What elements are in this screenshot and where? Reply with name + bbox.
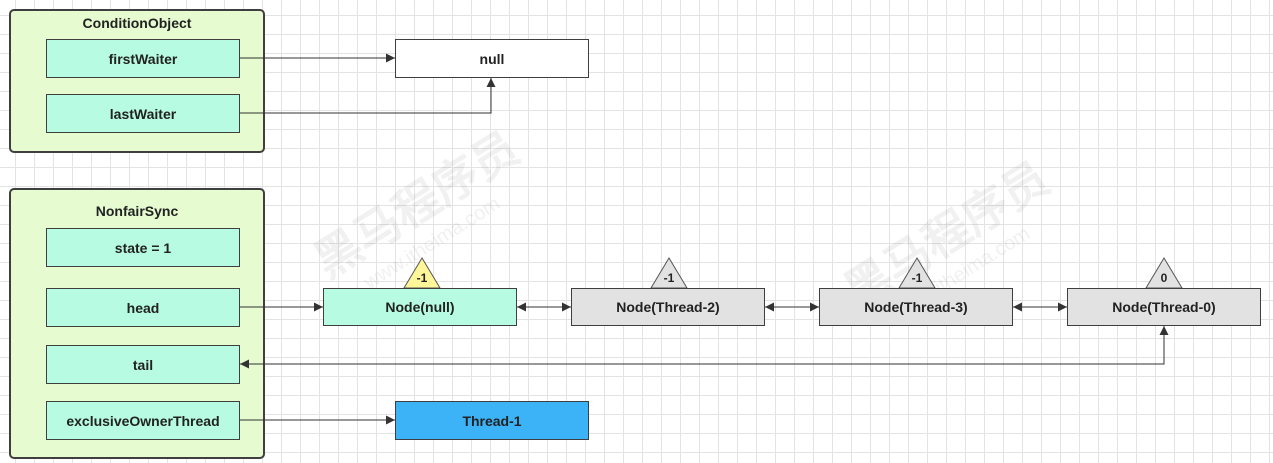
node-thread-3: Node(Thread-3) (819, 288, 1013, 326)
condition-object-title: ConditionObject (82, 15, 192, 31)
status-label-node-thread0: 0 (1160, 271, 1168, 285)
arrow-thread0-tail (240, 326, 1169, 369)
node-thread-0: Node(Thread-0) (1067, 288, 1261, 326)
status-label-node-thread2: -1 (663, 271, 675, 285)
head-field: head (46, 288, 240, 327)
node-null: Node(null) (323, 288, 517, 326)
status-label-node-thread3: -1 (911, 271, 923, 285)
state-field: state = 1 (46, 228, 240, 267)
node-thread-2: Node(Thread-2) (571, 288, 765, 326)
arrow-last-waiter-null (240, 78, 496, 114)
tail-field: tail (46, 345, 240, 384)
last-waiter-field: lastWaiter (46, 94, 240, 133)
null-box: null (395, 39, 589, 78)
nonfair-sync-title: NonfairSync (95, 203, 179, 219)
first-waiter-field: firstWaiter (46, 39, 240, 78)
status-label-node-null: -1 (416, 271, 428, 285)
owner-thread-box: Thread-1 (395, 401, 589, 440)
exclusive-owner-thread-field: exclusiveOwnerThread (46, 401, 240, 440)
